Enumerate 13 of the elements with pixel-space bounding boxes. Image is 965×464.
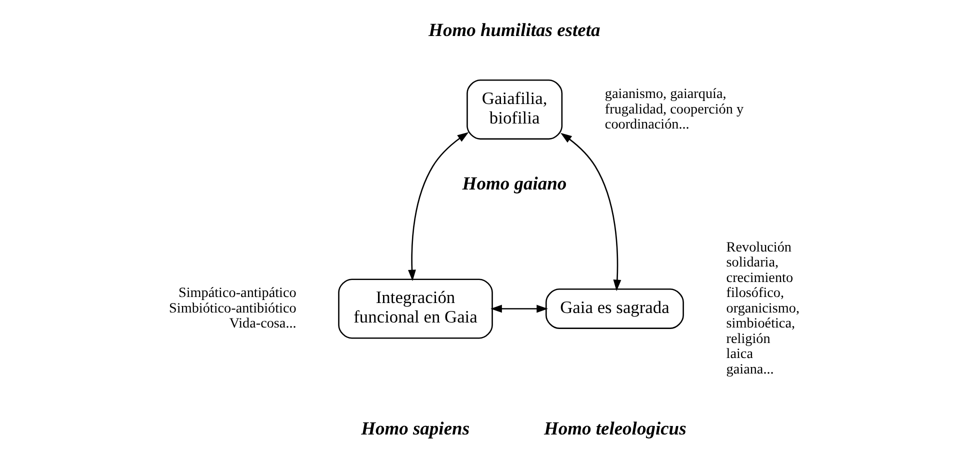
label: Homo teleologicus [543,420,686,440]
label: Homo gaiano [462,174,566,195]
arrow [560,132,621,292]
node-label: Revolución solidaria, crecimiento filosófico, organicismo, simbioética, religión laica gaiana... [726,239,799,378]
node-box: Gaia es sagrada [544,288,684,329]
node-label: gaianismo, gaiarquía, frugalidad, cooperción y coordinación... [604,86,744,132]
node-box: Integración funcional en Gaia [338,278,492,339]
node-label: Simpático-antipático Simbiótico-antibiótico Vida-cosa... [168,285,296,332]
label: Homo humilitas esteta [428,21,600,42]
node-box: Gaiafilia, biofilia [466,80,562,140]
arrow [490,304,548,313]
arrow [408,132,468,282]
label: Homo sapiens [360,420,470,440]
